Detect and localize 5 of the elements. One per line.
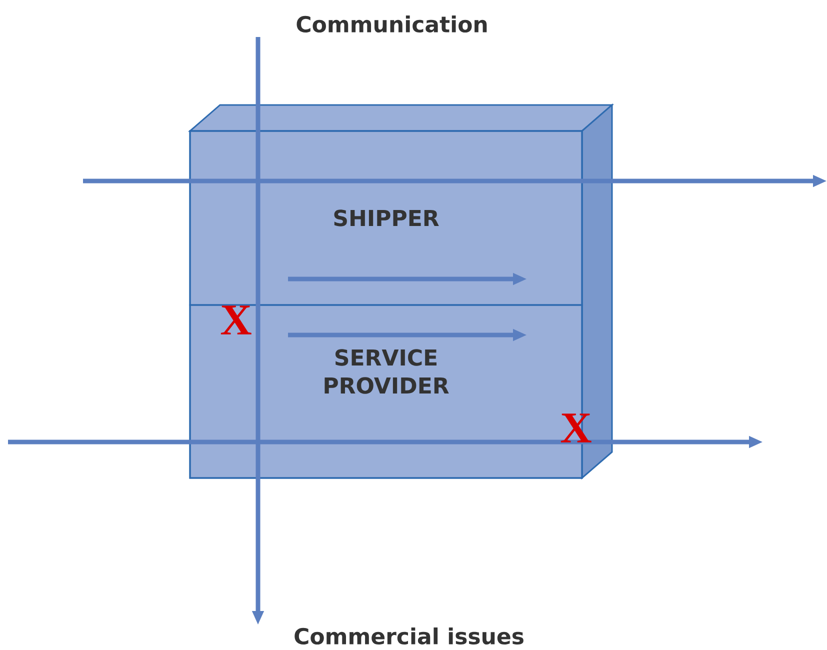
cross-mark: X — [220, 306, 252, 334]
section-band: SHIPPER — [189, 130, 583, 306]
axis-label: Communication — [296, 15, 487, 33]
cross-mark: X — [560, 414, 592, 442]
axis-label: Commercial issues — [294, 627, 524, 644]
